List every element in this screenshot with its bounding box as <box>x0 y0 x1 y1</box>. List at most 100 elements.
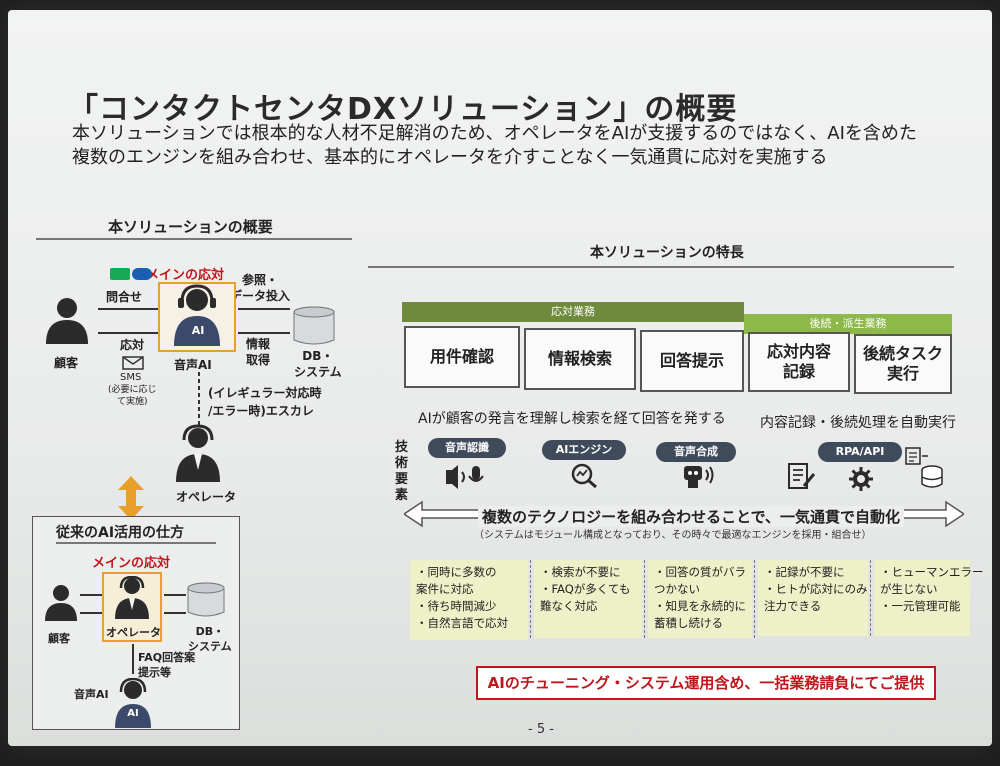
brand-logos <box>110 268 156 282</box>
benefit-info-search: ・検索が不要に ・FAQが多くても 難なく対応 <box>534 560 642 638</box>
pill-speech-recognition: 音声認識 <box>428 438 506 458</box>
band-response: 応対業務 <box>402 302 744 322</box>
step-answer-label: 回答提示 <box>659 351 724 370</box>
benefit-5-line-2: が生じない <box>880 582 938 596</box>
response-arrow <box>98 332 158 334</box>
analytics-icon <box>571 463 597 488</box>
band-followup: 後続・派生業務 <box>744 314 952 334</box>
step-requirement-label: 用件確認 <box>429 347 494 366</box>
benefit-answer: ・回答の質がバラ つかない ・知見を永続的に 蓄積し続ける <box>648 560 752 638</box>
ref-arrow <box>238 308 290 310</box>
benefit-4-line-3: 注力できる <box>764 599 822 613</box>
divider-1 <box>530 560 531 638</box>
operator-label: オペレータ <box>176 490 237 504</box>
subtitle-line-1: 本ソリューションでは根本的な人材不足解消のため、オペレータをAIが支援するのでは… <box>72 123 917 144</box>
trad-operator-label: オペレータ <box>106 626 161 639</box>
benefit-3-line-4: 蓄積し続ける <box>654 616 723 630</box>
operator-icon <box>176 424 220 482</box>
benefit-3-line-1: ・回答の質がバラ <box>654 565 746 579</box>
trad-customer-arrow-1 <box>80 594 102 596</box>
list-database-icon <box>905 447 943 488</box>
microphone-icon <box>446 465 484 489</box>
slide-subtitle: 本ソリューションでは根本的な人材不足解消のため、オペレータをAIが支援するのでは… <box>72 122 952 170</box>
trad-customer-icon <box>45 585 77 621</box>
desc-followup: 内容記録・後続処理を自動実行 <box>760 415 956 431</box>
presentation-slide: 「コンタクトセンタDXソリューション」の概要 本ソリューションでは根本的な人材不… <box>8 10 992 746</box>
right-heading: 本ソリューションの特長 <box>590 245 744 261</box>
mail-icon <box>122 356 144 370</box>
benefit-1-line-4: ・自然言語で応対 <box>416 616 508 630</box>
right-heading-rule <box>368 266 954 268</box>
pill-speech-synthesis: 音声合成 <box>656 442 736 462</box>
divider-3 <box>754 560 755 638</box>
benefit-requirement: ・同時に多数の 案件に対応 ・待ち時間減少 ・自然言語で応対 <box>410 560 528 640</box>
benefit-1-line-2: 案件に対応 <box>416 582 474 596</box>
swap-arrow-icon <box>118 476 144 520</box>
step-record-label: 応対内容 記録 <box>766 342 831 381</box>
voice-ai-icon <box>174 284 220 346</box>
desc-response: AIが顧客の発言を理解し検索を経て回答を発する <box>418 411 726 427</box>
traditional-heading-rule <box>56 542 216 544</box>
trad-db-label: DB・ システム <box>188 625 232 653</box>
tech-elements-label: 技術要素 <box>395 440 409 503</box>
combine-main-text: 複数のテクノロジーを組み合わせることで、一気通貫で自動化 <box>478 506 905 527</box>
benefit-2-line-1: ・検索が不要に <box>540 565 621 579</box>
left-heading: 本ソリューションの概要 <box>108 218 273 236</box>
divider-2 <box>644 560 645 638</box>
response-label: 応対 <box>120 338 145 352</box>
voice-ai-label: 音声AI <box>174 358 212 372</box>
benefit-2-line-2: ・FAQが多くても <box>540 582 631 596</box>
combine-sub-text: （システムはモジュール構成となっており、その時々で最適なエンジンを採用・組合せ） <box>474 530 872 541</box>
escalation-label: (イレギュラー対応時 /エラー時)エスカレ <box>208 386 322 418</box>
trad-db-arrow-1 <box>164 594 186 596</box>
db-system-label: DB・ システム <box>294 349 342 379</box>
pill-ai-engine: AIエンジン <box>542 440 626 460</box>
db-icon <box>293 306 335 345</box>
pill-rpa-api: RPA/API <box>818 442 902 462</box>
logo-mark-2 <box>132 268 152 280</box>
logo-mark-1 <box>110 268 130 280</box>
trad-customer-arrow-2 <box>80 612 102 614</box>
page-number: - 5 - <box>528 722 554 737</box>
benefit-2-line-3: 難なく対応 <box>540 599 598 613</box>
document-pen-icon <box>788 463 816 489</box>
benefit-5-line-3: ・一元管理可能 <box>880 599 961 613</box>
trad-db-arrow-2 <box>164 612 186 614</box>
trad-customer-label: 顧客 <box>48 632 70 645</box>
trad-faq-label: FAQ回答案 提示等 <box>138 651 196 679</box>
benefit-followup-task: ・ヒューマンエラー が生じない ・一元管理可能 <box>874 560 984 636</box>
trad-voice-ai-icon <box>115 678 151 728</box>
ref-data-label: 参照・ データ投入 <box>230 272 290 304</box>
sms-note: (必要に応じ て実施) <box>108 385 157 407</box>
trad-voice-ai-label: 音声AI <box>74 688 109 701</box>
step-followup-task: 後続タスク 実行 <box>854 334 952 394</box>
customer-icon <box>46 298 88 344</box>
ai-badge: AI <box>191 324 205 337</box>
benefit-5-line-1: ・ヒューマンエラー <box>880 565 984 579</box>
service-offer-banner: AIのチューニング・システム運用含め、一括業務請負にてご提供 <box>476 666 936 700</box>
benefit-4-line-1: ・記録が不要に <box>764 565 845 579</box>
step-followup-task-label: 後続タスク 実行 <box>862 344 943 383</box>
gear-icon <box>849 467 873 491</box>
step-info-search-label: 情報検索 <box>547 349 612 368</box>
info-arrow <box>238 332 290 334</box>
benefit-1-line-1: ・同時に多数の <box>416 565 497 579</box>
inquiry-arrow <box>98 308 158 310</box>
step-answer: 回答提示 <box>640 330 744 392</box>
trad-main-response-label: メインの応対 <box>92 556 171 571</box>
step-info-search: 情報検索 <box>524 328 636 390</box>
divider-4 <box>870 560 871 636</box>
left-heading-rule <box>36 238 352 240</box>
main-response-label: メインの応対 <box>146 268 225 283</box>
subtitle-line-2: 複数のエンジンを組み合わせ、基本的にオペレータを介すことなく一気通貫に応対を実施… <box>72 147 828 168</box>
sms-label: SMS <box>120 372 142 383</box>
benefit-3-line-3: ・知見を永続的に <box>654 599 746 613</box>
trad-db-icon <box>187 582 225 617</box>
benefit-1-line-3: ・待ち時間減少 <box>416 599 497 613</box>
benefit-3-line-2: つかない <box>654 582 700 596</box>
trad-ai-badge: AI <box>127 708 139 719</box>
traditional-heading: 従来のAI活用の仕方 <box>56 525 185 541</box>
inquiry-label: 問合せ <box>106 290 143 304</box>
customer-label: 顧客 <box>54 356 79 370</box>
benefit-record: ・記録が不要に ・ヒトが応対にのみ 注力できる <box>758 560 868 636</box>
